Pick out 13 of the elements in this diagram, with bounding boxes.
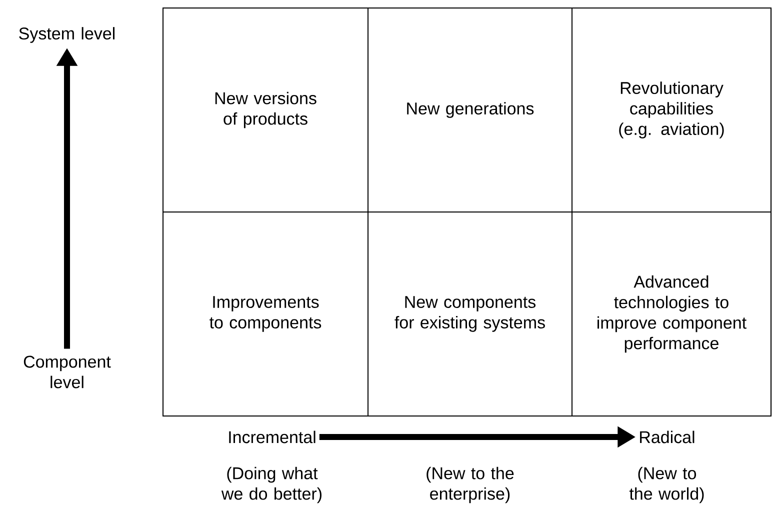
axis-note: (New to the enterprise) <box>426 466 514 504</box>
matrix-cell: Improvements to components <box>162 212 368 416</box>
axis-note: (Doing what we do better) <box>221 466 322 504</box>
axis-label: System level <box>19 27 114 43</box>
matrix-cell: Revolutionary capabilities (e.g. aviation) <box>572 8 772 212</box>
axis-note: (New to the world) <box>629 466 704 504</box>
axis-label: Incremental <box>229 430 316 444</box>
matrix-cell: New versions of products <box>162 8 368 212</box>
matrix-cell: Advanced technologies to improve component performance <box>572 212 772 416</box>
matrix-cell: New components for existing systems <box>368 212 572 416</box>
matrix-cell: New generations <box>368 8 572 212</box>
axis-label: Radical <box>640 430 694 444</box>
axis-label: Component level <box>24 356 111 388</box>
